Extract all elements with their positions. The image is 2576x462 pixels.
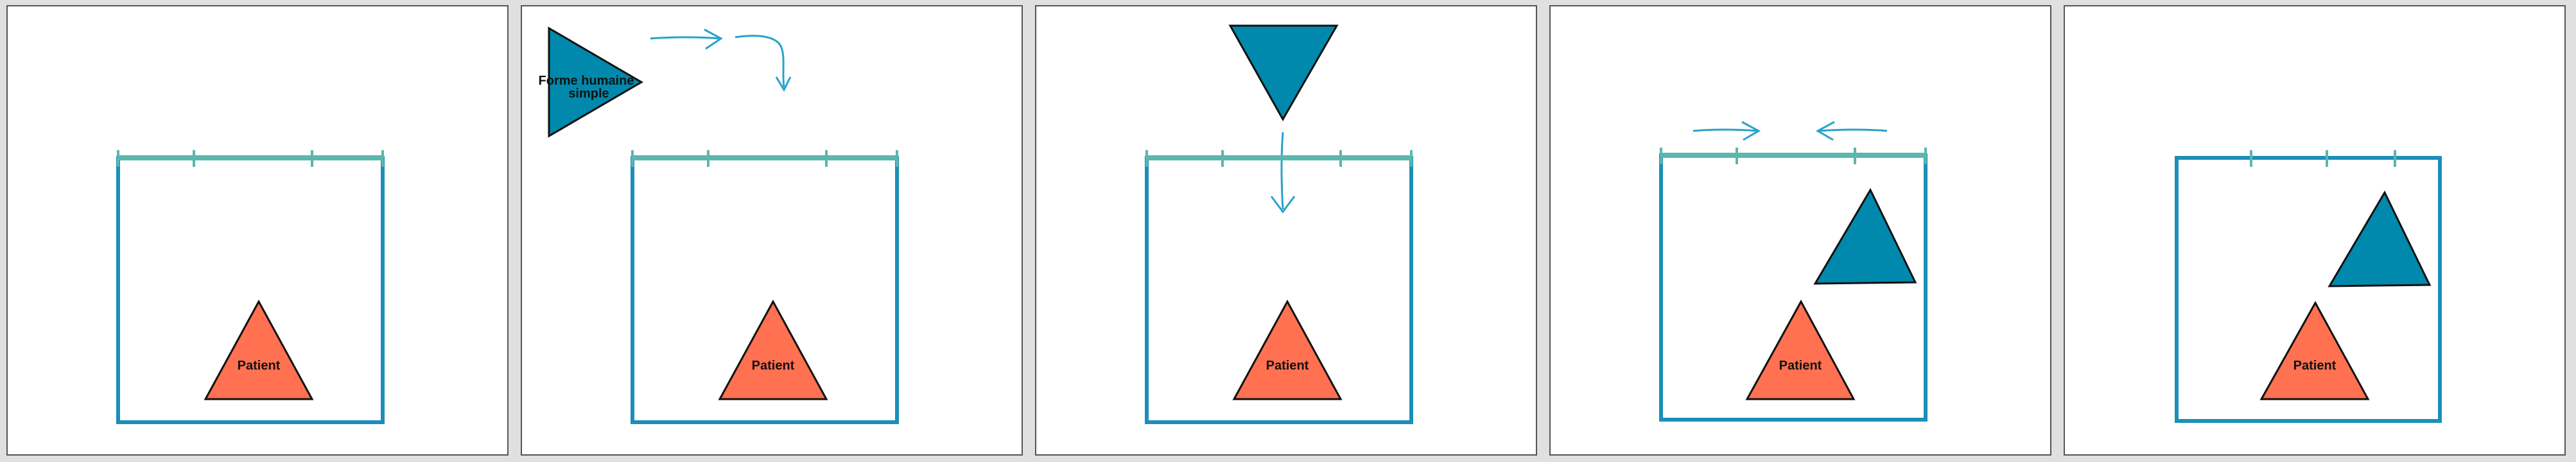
- patient-triangle: [718, 299, 828, 400]
- room-top-edge: [1145, 150, 1413, 167]
- arrow-left-icon: [1815, 121, 1888, 141]
- arrow-down-icon: [1270, 132, 1296, 214]
- patient-label: Patient: [752, 359, 795, 373]
- room-top-edge: [1660, 148, 1927, 164]
- curved-arrow-icon: [735, 35, 792, 92]
- room-top-edge: [631, 150, 898, 167]
- arrow-right-icon: [650, 28, 723, 50]
- patient-triangle: [2259, 300, 2370, 400]
- panel-2-drawing: Forme humaine simple Patient: [539, 26, 899, 424]
- patient-triangle: [1232, 299, 1343, 400]
- panel-1-drawing: Patient: [116, 150, 385, 424]
- human-shape-triangle: [1813, 187, 1917, 285]
- patient-triangle: [204, 299, 314, 400]
- patient-label: Patient: [2293, 359, 2337, 373]
- patient-label: Patient: [1779, 359, 1822, 373]
- panel-4-drawing: Patient: [1659, 121, 1928, 422]
- room-top-edge: [2250, 150, 2396, 167]
- patient-label: Patient: [238, 359, 281, 373]
- panel-5: Patient: [2064, 5, 2566, 456]
- room-outline: [2175, 156, 2442, 423]
- patient-triangle: [1745, 299, 1856, 400]
- panel-4: Patient: [1549, 5, 2051, 456]
- human-shape-label-line-1: Forme humaine: [539, 74, 634, 88]
- human-shape-triangle: [2328, 190, 2432, 287]
- arrow-right-icon: [1693, 121, 1761, 141]
- panel-2: Forme humaine simple Patient: [521, 5, 1023, 456]
- room-top-edge: [117, 150, 384, 167]
- human-shape-triangle: [1228, 24, 1339, 122]
- panel-3: Patient: [1035, 5, 1537, 456]
- human-shape-triangle: [548, 26, 643, 138]
- panel-5-drawing: Patient: [2175, 150, 2442, 423]
- panel-3-drawing: Patient: [1145, 24, 1413, 424]
- human-shape-label-line-2: simple: [568, 87, 609, 101]
- patient-label: Patient: [1266, 359, 1309, 373]
- panel-1: Patient: [6, 5, 509, 456]
